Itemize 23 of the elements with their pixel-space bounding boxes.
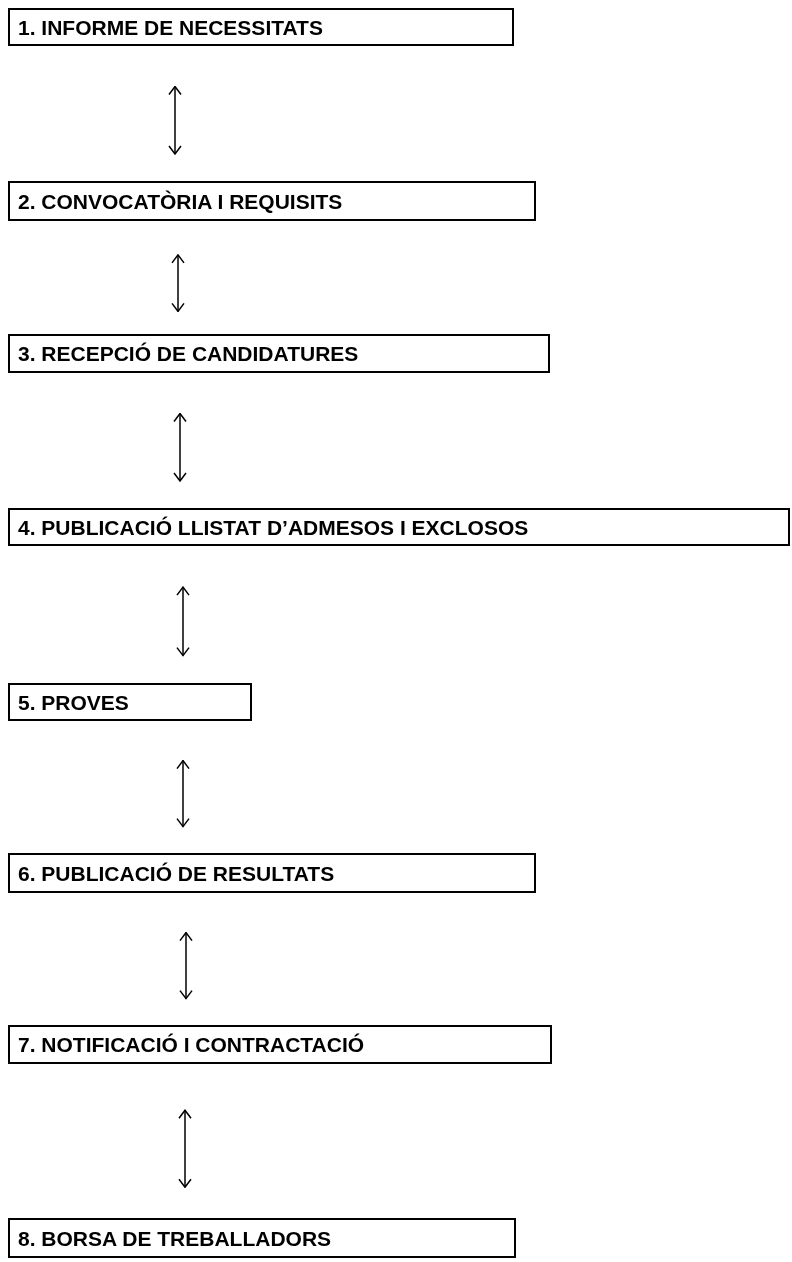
step-box [8, 334, 550, 373]
step-box [8, 683, 252, 721]
step-label: 8. BORSA DE TREBALLADORS [18, 1227, 332, 1249]
step-box [8, 1025, 552, 1064]
step-box [8, 1218, 516, 1258]
step-box [8, 853, 536, 893]
step-label: 3. RECEPCIÓ DE CANDIDATURES [18, 343, 359, 364]
step-box [8, 8, 514, 46]
step-box [8, 181, 536, 221]
step-label: 4. PUBLICACIÓ LLISTAT D’ADMESOS I EXCLOSOS [18, 516, 529, 538]
double-arrow [173, 412, 187, 482]
double-arrow [179, 931, 193, 1000]
step-label: 6. PUBLICACIÓ DE RESULTATS [18, 862, 335, 884]
step-label: 2. CONVOCATÒRIA I REQUISITS [18, 190, 343, 212]
step-label: 1. INFORME DE NECESSITATS [18, 16, 323, 38]
step-label: 5. PROVES [18, 691, 129, 713]
double-arrow [171, 254, 185, 313]
step-label: 7. NOTIFICACIÓ I CONTRACTACIÓ [18, 1034, 365, 1055]
double-arrow [176, 759, 190, 828]
double-arrow [178, 1109, 192, 1188]
double-arrow [168, 85, 182, 155]
double-arrow [176, 586, 190, 657]
step-box [8, 508, 790, 546]
